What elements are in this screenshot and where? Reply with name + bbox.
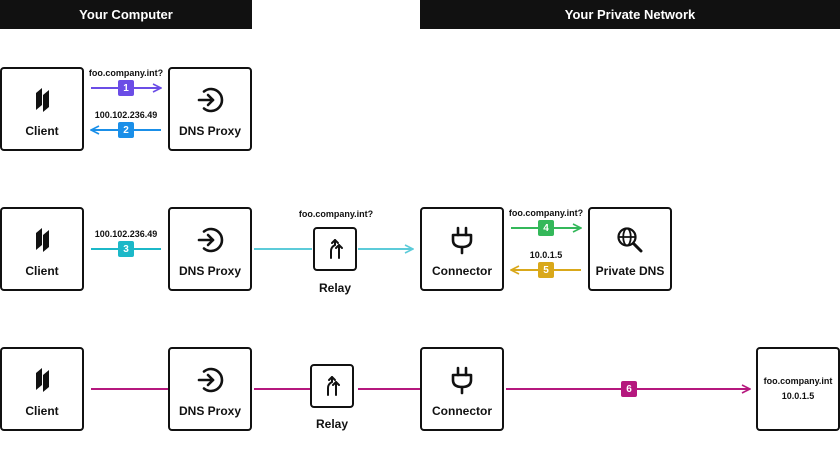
resolved-ip-label-1: 100.102.236.49 xyxy=(94,110,158,120)
client-node-3: Client xyxy=(0,347,84,431)
client-node-1: Client xyxy=(0,67,84,151)
connector-label: Connector xyxy=(432,403,492,418)
relay-split-icon xyxy=(330,239,343,259)
dns-proxy-label: DNS Proxy xyxy=(178,403,242,418)
client-logo-icon xyxy=(36,87,49,112)
query-label-1: foo.company.int? xyxy=(88,68,164,78)
dns-proxy-label: DNS Proxy xyxy=(178,263,242,278)
step-badge-3: 3 xyxy=(118,241,134,257)
connector-label: Connector xyxy=(432,263,492,278)
enter-arrow-icon xyxy=(197,367,224,392)
step-badge-5: 5 xyxy=(538,262,554,278)
destination-node: foo.company.int 10.0.1.5 xyxy=(756,347,840,431)
relay-node-2 xyxy=(313,227,357,271)
enter-arrow-icon xyxy=(197,227,224,252)
dns-proxy-label: DNS Proxy xyxy=(178,123,242,138)
query-label-relay: foo.company.int? xyxy=(298,209,374,219)
client-label: Client xyxy=(25,123,59,138)
step-badge-1: 1 xyxy=(118,80,134,96)
relay-node-3 xyxy=(310,364,354,408)
private-dns-label: Private DNS xyxy=(595,263,665,278)
connector-node-2: Connector xyxy=(420,207,504,291)
private-dns-node: Private DNS xyxy=(588,207,672,291)
header-your-computer: Your Computer xyxy=(0,0,252,29)
header-your-private-network: Your Private Network xyxy=(420,0,840,29)
step-badge-6: 6 xyxy=(621,381,637,397)
resolved-ip-label-2: 100.102.236.49 xyxy=(94,229,158,239)
client-label: Client xyxy=(25,263,59,278)
globe-search-icon xyxy=(617,226,643,252)
step-badge-2: 2 xyxy=(118,122,134,138)
client-logo-icon xyxy=(36,227,49,252)
connector-node-3: Connector xyxy=(420,347,504,431)
destination-ip: 10.0.1.5 xyxy=(781,391,815,401)
dns-proxy-node-2: DNS Proxy xyxy=(168,207,252,291)
dns-proxy-node-3: DNS Proxy xyxy=(168,347,252,431)
relay-split-icon xyxy=(327,376,340,396)
client-node-2: Client xyxy=(0,207,84,291)
relay-label-2: Relay xyxy=(318,281,352,295)
client-logo-icon xyxy=(36,367,49,392)
destination-host: foo.company.int xyxy=(763,376,833,386)
query-label-connector: foo.company.int? xyxy=(508,208,584,218)
header-left-label: Your Computer xyxy=(79,7,173,22)
step-badge-4: 4 xyxy=(538,220,554,236)
header-right-label: Your Private Network xyxy=(564,7,696,22)
plug-icon xyxy=(451,366,473,394)
plug-icon xyxy=(451,226,473,254)
enter-arrow-icon xyxy=(197,87,224,112)
dns-proxy-node-1: DNS Proxy xyxy=(168,67,252,151)
private-ip-label: 10.0.1.5 xyxy=(529,250,563,260)
client-label: Client xyxy=(25,403,59,418)
relay-label-3: Relay xyxy=(315,417,349,431)
